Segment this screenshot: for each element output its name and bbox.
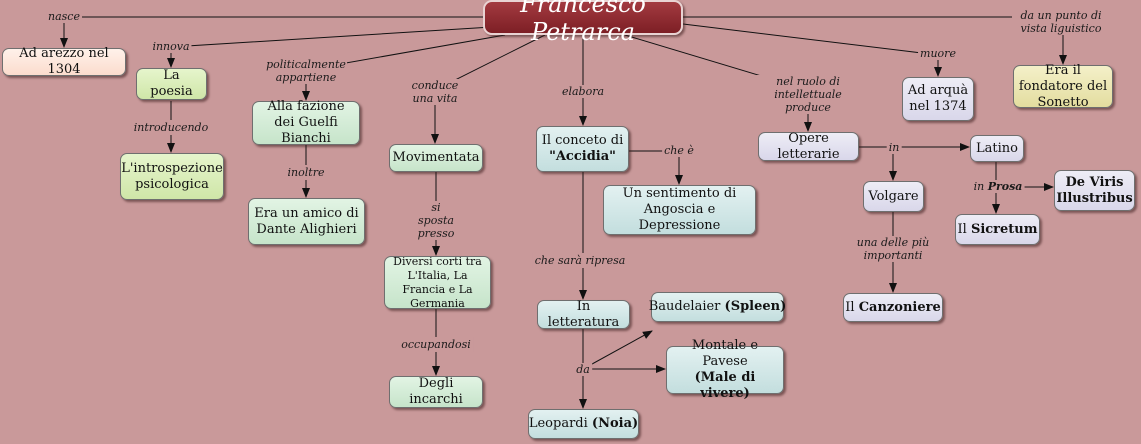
node-accidia-label: Il conceto di [541,133,624,148]
node-canzoniere-label: Il Canzoniere [845,300,941,316]
node-sicretum-pre: Il [957,221,967,237]
node-corti[interactable]: Diversi corti tra L'Italia, La Francia e… [384,254,491,310]
label-in-prosa: in Prosa [971,180,1025,193]
edge-baudelaire [582,330,653,370]
node-leopardi-label: Leopardi (Noia) [529,416,638,432]
node-latino[interactable]: Latino [970,135,1024,162]
node-canzoniere-bold: Canzoniere [858,299,941,315]
node-amico-label: Era un amico di Dante Alighieri [254,205,359,237]
label-nasce: nasce [46,10,82,23]
label-elabora: elabora [559,85,607,98]
node-poesia-label: La poesia [150,68,193,99]
edge-muore [682,23,942,77]
label-che-e: che è [662,144,696,157]
node-montale-label: Montale e Pavese [691,338,759,369]
root-label: Francesco Petrarca [520,0,646,46]
edge-punto [683,16,1067,65]
node-movimentata[interactable]: Movimentata [389,144,483,172]
node-baudelaire-label: Baudelaier (Spleen) [649,299,787,315]
label-in: in [886,141,902,154]
node-montale-bold: (Male di vivere) [694,370,756,401]
node-latino-label: Latino [976,140,1018,156]
node-letteratura[interactable]: In letteratura [537,298,630,330]
label-inoltre: inoltre [285,165,327,180]
label-innova: innova [150,40,192,53]
node-baudelaire-bold: (Spleen) [724,299,787,314]
node-fazione-label: Alla fazione dei Guelfi Bianchi [267,99,345,146]
node-deviris[interactable]: De Viris Illustribus [1054,170,1135,211]
node-leopardi-bold: (Noia) [591,416,639,431]
label-in-prosa-bold: Prosa [987,180,1023,193]
node-arqua-label: Ad arquà nel 1374 [907,83,969,114]
node-opere-label: Opere letterarie [777,130,840,162]
node-canzoniere-pre: Il [845,299,855,315]
label-da: da [574,363,592,376]
label-in-prosa-pre: in [973,180,985,193]
node-volgare[interactable]: Volgare [863,181,924,212]
node-opere[interactable]: Opere letterarie [758,130,859,162]
node-angoscia[interactable]: Un sentimento di Angoscia e Depressione [603,185,756,235]
node-baudelaire[interactable]: Baudelaier (Spleen) [649,292,787,322]
label-conduce: conduce una vita [409,79,461,105]
node-leopardi-name: Leopardi [528,416,588,431]
node-volgare-label: Volgare [868,188,919,204]
label-introducendo: introducendo [131,120,211,135]
label-muore: muore [918,47,958,60]
node-poesia[interactable]: La poesia [136,68,207,100]
node-movimentata-label: Movimentata [392,150,480,165]
edge-nasce [60,16,483,48]
node-arezzo[interactable]: Ad arezzo nel 1304 [2,46,126,77]
node-introspezione[interactable]: L'introspezione psicologica [120,153,224,200]
node-fazione[interactable]: Alla fazione dei Guelfi Bianchi [252,99,360,146]
node-accidia-bold: "Accidia" [549,149,616,164]
label-politicamente: politicalmente appartiene [265,58,347,84]
label-punto: da un punto di vista liguistico [1012,9,1110,35]
node-fondatore-label: Era il fondatore del Sonetto [1018,62,1108,110]
node-angoscia-label: Un sentimento di Angoscia e Depressione [622,186,737,233]
node-fondatore[interactable]: Era il fondatore del Sonetto [1013,62,1113,110]
node-letteratura-label: In letteratura [547,298,620,330]
node-sicretum[interactable]: Il Sicretum [955,214,1040,245]
node-corti-label: Diversi corti tra L'Italia, La Francia e… [393,254,482,310]
node-sicretum-label: Il Sicretum [958,222,1038,238]
label-ruolo: nel ruolo di intellettuale produce [753,75,863,114]
node-arqua[interactable]: Ad arquà nel 1374 [902,77,974,121]
node-accidia[interactable]: Il conceto di "Accidia" [536,126,629,172]
node-baudelaire-name: Baudelaier [648,299,721,314]
node-incarchi-label: Degli incarchi [409,376,463,407]
node-amico[interactable]: Era un amico di Dante Alighieri [248,198,365,245]
label-ripresa: che sarà ripresa [532,253,628,268]
node-sicretum-bold: Sicretum [970,221,1038,237]
node-incarchi[interactable]: Degli incarchi [389,376,483,408]
node-montale[interactable]: Montale e Pavese (Male di vivere) [666,338,784,401]
label-unadelle: una delle più importanti [856,236,930,262]
node-arezzo-label: Ad arezzo nel 1304 [19,46,109,77]
node-leopardi[interactable]: Leopardi (Noia) [528,409,639,439]
root-node-francesco-petrarca[interactable]: Francesco Petrarca [483,0,683,46]
node-deviris-label: De Viris Illustribus [1056,174,1133,206]
node-canzoniere[interactable]: Il Canzoniere [843,293,943,322]
label-sisposta: si sposta presso [413,201,459,240]
node-introspezione-label: L'introspezione psicologica [121,160,223,192]
label-occupandosi: occupandosi [399,337,473,352]
